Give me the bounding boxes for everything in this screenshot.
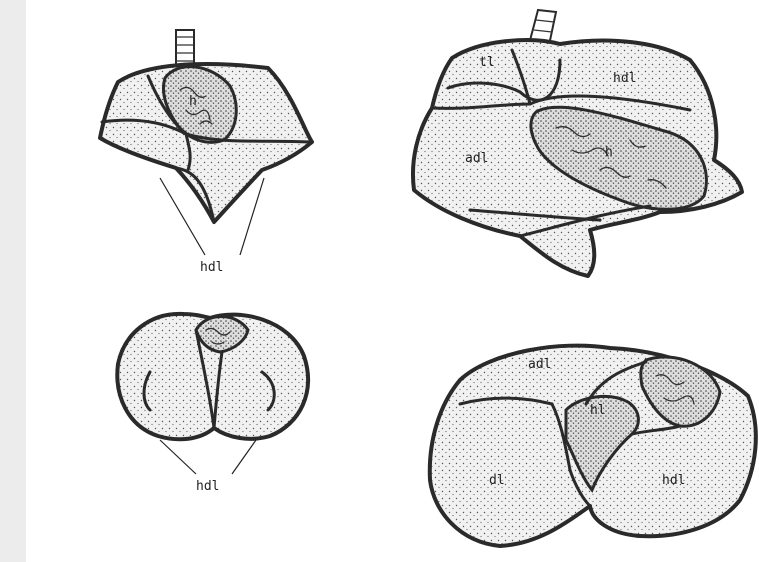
label-fig-b-hdl: hdl [613,71,636,86]
figure-a-dorsal-view: h hdl [100,30,312,275]
figure-b-lateral-view: tl hdl adl h [413,10,742,276]
label-fig-d-dl: dl [489,473,505,488]
label-fig-a-hdl: hdl [200,260,223,275]
label-fig-c-hdl: hdl [196,479,219,494]
label-fig-d-adl: adl [528,357,551,372]
label-fig-d-hdl: hdl [662,473,685,488]
label-fig-b-h: h [605,145,613,160]
leader-c-left [160,440,196,474]
label-fig-a-h: h [189,94,197,109]
page-margin-shadow [0,0,26,562]
leader-c-right [232,440,256,474]
label-fig-b-adl: adl [465,151,488,166]
label-fig-d-hl: hl [590,403,606,418]
figure-d-posterior-view: adl hl dl hdl [430,346,756,546]
figure-c-ventral-view: hdl [117,314,308,494]
label-fig-b-tl: tl [479,55,495,70]
